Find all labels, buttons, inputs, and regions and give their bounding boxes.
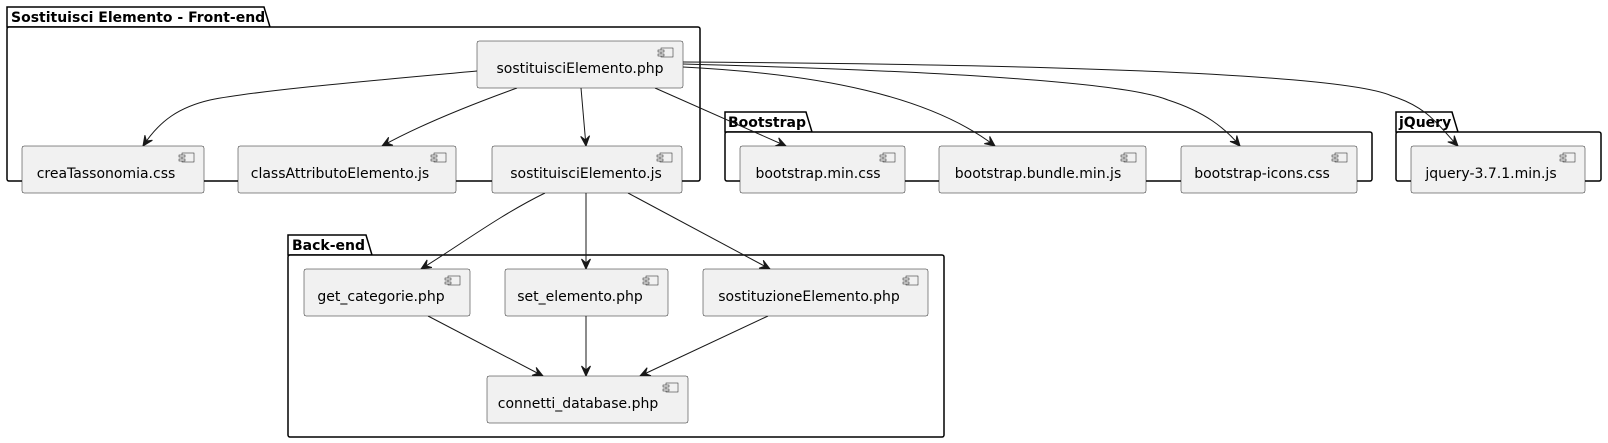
component-icon <box>902 275 919 286</box>
component-bootstrap-bundle-min-js: bootstrap.bundle.min.js <box>938 145 1147 194</box>
component-connetti-database-php: connetti_database.php <box>486 375 689 424</box>
component-icon <box>444 275 461 286</box>
component-icon <box>1120 152 1137 163</box>
arrowhead <box>581 365 591 378</box>
component-label: bootstrap-icons.css <box>1194 166 1330 182</box>
arrowhead <box>984 136 996 147</box>
component-icon <box>879 152 896 163</box>
component-bootstrap-icons-css: bootstrap-icons.css <box>1180 145 1358 194</box>
component-icon <box>662 382 679 393</box>
edge-sostituisciElemento-php-to-sostituisciElemento-js <box>580 87 587 147</box>
component-label: classAttributoElemento.js <box>251 166 429 182</box>
component-label: get_categorie.php <box>317 289 444 305</box>
component-get-categorie-php: get_categorie.php <box>303 268 471 317</box>
arrowheads <box>142 135 1459 378</box>
component-icon <box>178 152 195 163</box>
edge-sostituisciElemento-php-to-classAttributoElemento-js <box>381 87 518 147</box>
package-title: Bootstrap <box>728 115 806 131</box>
component-label: bootstrap.bundle.min.js <box>955 166 1121 182</box>
component-icon <box>642 275 659 286</box>
package-title: Sostituisci Elemento - Front-end <box>11 10 265 26</box>
component-creaTassonomia-css: creaTassonomia.css <box>21 145 205 194</box>
component-jquery-js: jquery-3.7.1.min.js <box>1410 145 1586 194</box>
package-title: jQuery <box>1398 115 1451 131</box>
edge-sostituisciElemento-php-to-jquery-js <box>682 61 1459 147</box>
component-icon <box>656 152 673 163</box>
component-label: jquery-3.7.1.min.js <box>1424 166 1556 182</box>
arrowhead <box>1447 135 1459 147</box>
component-bootstrap-min-css: bootstrap.min.css <box>739 145 906 194</box>
component-label: bootstrap.min.css <box>755 166 880 182</box>
edge-sostituisciElemento-js-to-get-categorie-php <box>420 192 546 270</box>
component-sostituisciElemento-php: sostituisciElemento.php <box>476 40 684 89</box>
component-set-elemento-php: set_elemento.php <box>504 268 669 317</box>
dependency-edges <box>142 61 1459 377</box>
edge-sostituzioneElemento-php-to-connetti-database-php <box>639 315 769 377</box>
arrowhead <box>419 259 433 270</box>
arrowhead <box>142 135 153 147</box>
component-icon <box>430 152 447 163</box>
component-sostituzioneElemento-php: sostituzioneElemento.php <box>702 268 929 317</box>
component-label: sostituisciElemento.js <box>510 166 662 182</box>
edge-get-categorie-php-to-connetti-database-php <box>427 315 544 377</box>
arrowhead <box>758 259 772 270</box>
component-label: sostituzioneElemento.php <box>718 289 900 305</box>
component-label: connetti_database.php <box>498 396 659 412</box>
edge-sostituisciElemento-php-to-creaTassonomia-css <box>142 70 478 147</box>
component-sostituisciElemento-js: sostituisciElemento.js <box>491 145 683 194</box>
component-icon <box>657 47 674 58</box>
component-label: set_elemento.php <box>517 289 643 305</box>
arrowhead <box>580 135 591 148</box>
component-icon <box>1331 152 1348 163</box>
arrowhead <box>380 136 394 147</box>
component-icon <box>1559 152 1576 163</box>
component-label: sostituisciElemento.php <box>496 61 663 77</box>
arrowhead <box>531 367 545 377</box>
arrowhead <box>581 258 591 271</box>
edge-sostituisciElemento-php-to-bootstrap-bundle-min-js <box>682 66 996 147</box>
component-label: creaTassonomia.css <box>37 166 176 182</box>
package-title: Back-end <box>292 238 365 254</box>
edge-sostituisciElemento-php-to-bootstrap-min-css <box>654 87 787 147</box>
arrowhead <box>1229 135 1241 147</box>
component-classAttributoElemento-js: classAttributoElemento.js <box>237 145 457 194</box>
edge-sostituisciElemento-php-to-bootstrap-icons-css <box>682 63 1241 147</box>
edge-sostituisciElemento-js-to-sostituzioneElemento-php <box>627 192 771 270</box>
